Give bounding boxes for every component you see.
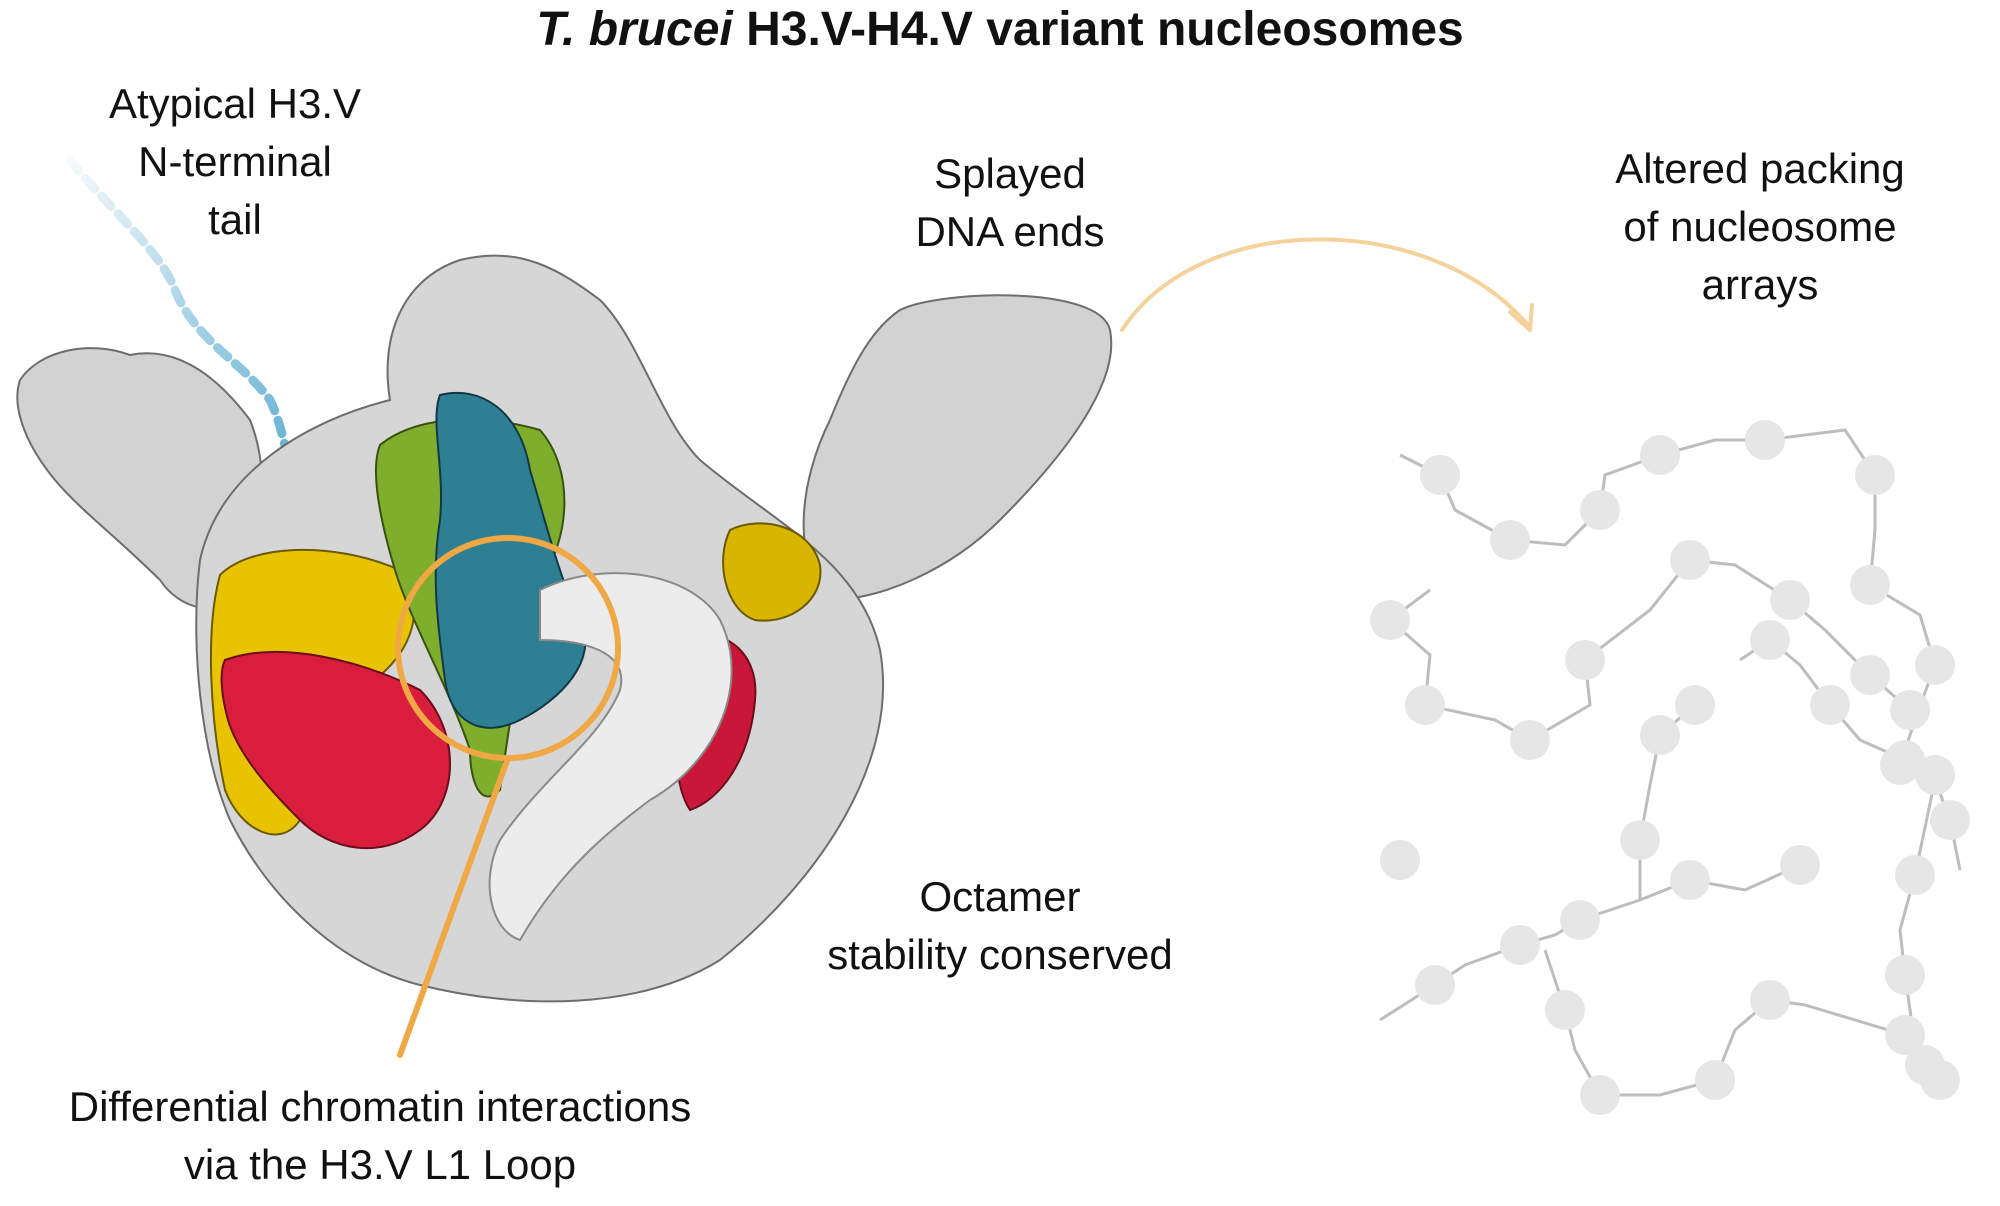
array-nucleosome-bead [1640,435,1680,475]
array-nucleosome-bead [1675,685,1715,725]
array-nucleosome-bead [1745,420,1785,460]
label-splayed-dna-ends: Splayed DNA ends [915,150,1105,255]
array-nucleosome-bead [1370,600,1410,640]
arrow-head-icon [1508,303,1534,332]
array-nucleosome-bead [1850,655,1890,695]
array-nucleosome-bead [1500,925,1540,965]
array-nucleosome-bead [1580,1075,1620,1115]
label-octamer-stability: Octamer stability conserved [827,873,1173,978]
array-nucleosome-bead [1850,565,1890,605]
array-nucleosome-bead [1580,490,1620,530]
title-italic: T. brucei [536,3,733,56]
array-nucleosome-bead [1405,685,1445,725]
array-nucleosome-bead [1750,620,1790,660]
array-nucleosome-bead [1380,840,1420,880]
array-nucleosome-bead [1780,845,1820,885]
array-nucleosome-bead [1890,690,1930,730]
array-nucleosome-bead [1670,540,1710,580]
figure-title: T. brucei H3.V-H4.V variant nucleosomes [0,2,2000,58]
title-rest: H3.V-H4.V variant nucleosomes [746,3,1464,56]
array-nucleosome-bead [1670,860,1710,900]
array-nucleosome-bead [1510,720,1550,760]
array-nucleosome-bead [1885,1015,1925,1055]
array-nucleosome-bead [1560,900,1600,940]
array-nucleosome-bead [1415,965,1455,1005]
label-altered-packing: Altered packing of nucleosome arrays [1615,145,1905,308]
array-nucleosome-bead [1420,455,1460,495]
array-nucleosome-bead [1810,685,1850,725]
array-nucleosome-bead [1885,740,1925,780]
array-nucleosome-bead [1490,520,1530,560]
l1-loop-pointer-line [397,755,511,1058]
array-nucleosome-bead [1885,955,1925,995]
array-linker-dna [1543,949,1927,1097]
array-nucleosome-bead [1640,715,1680,755]
array-nucleosome-bead [1895,855,1935,895]
array-nucleosome-bead [1915,645,1955,685]
array-nucleosome-bead [1620,820,1660,860]
nucleosome-density-map [16,254,1113,1003]
array-nucleosome-bead [1750,980,1790,1020]
array-nucleosome-bead [1855,455,1895,495]
array-nucleosome-bead [1930,800,1970,840]
array-nucleosome-bead [1770,580,1810,620]
label-l1-loop: Differential chromatin interactions via … [68,1083,692,1188]
curved-arrow-to-arrays [1120,237,1530,332]
array-nucleosome-bead [1920,1060,1960,1100]
array-nucleosome-bead [1915,755,1955,795]
array-nucleosome-bead [1545,990,1585,1030]
array-nucleosome-bead [1695,1060,1735,1100]
label-n-terminal-tail: Atypical H3.V N-terminal tail [108,80,362,243]
array-nucleosome-bead [1565,640,1605,680]
nucleosome-array-illustration [1370,420,1970,1115]
